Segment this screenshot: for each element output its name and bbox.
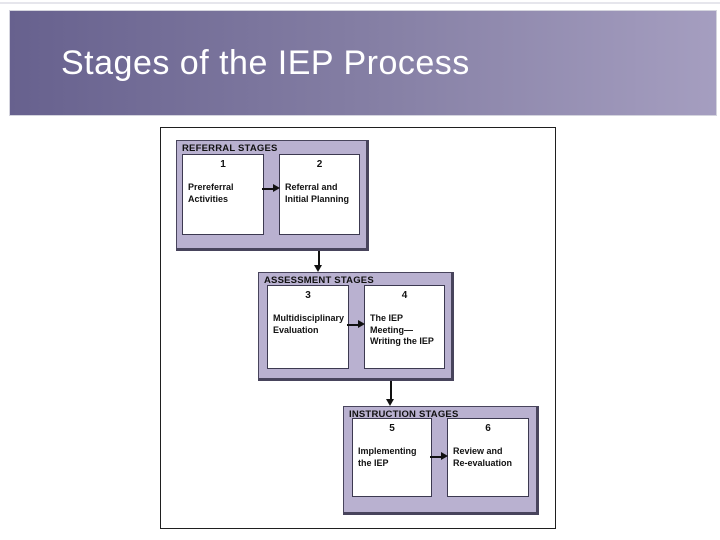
stage-group-assessment: ASSESSMENT STAGES 3 Multidisciplinary Ev…: [258, 272, 454, 381]
arrow-head: [386, 399, 394, 406]
stage-number-1: 1: [220, 159, 226, 170]
group-label-assessment: ASSESSMENT STAGES: [264, 275, 374, 286]
arrow-head: [314, 265, 322, 272]
stage-number-5: 5: [389, 423, 395, 434]
diagram-frame: REFERRAL STAGES 1 Prereferral Activities…: [160, 127, 556, 529]
arrow-right-icon: [347, 320, 365, 329]
arrow-head: [273, 184, 280, 192]
stage-label-5: Implementing the IEP: [358, 446, 417, 468]
stage-box-3: 3 Multidisciplinary Evaluation: [267, 285, 349, 369]
stage-number-2: 2: [316, 159, 323, 170]
stage-label-6: Review and Re-evaluation: [453, 446, 513, 468]
group-label-instruction: INSTRUCTION STAGES: [349, 409, 459, 420]
arrow-shaft: [262, 187, 274, 190]
stage-label-4: The IEP Meeting— Writing the IEP: [370, 313, 434, 347]
title-band: Stages of the IEP Process: [9, 10, 717, 116]
arrow-right-icon: [262, 184, 280, 193]
arrow-head: [358, 320, 365, 328]
arrow-shaft: [389, 381, 392, 400]
stage-label-1: Prereferral Activities: [188, 182, 234, 204]
arrow-right-icon: [430, 452, 448, 461]
stage-box-1: 1 Prereferral Activities: [182, 154, 264, 235]
arrow-head: [441, 452, 448, 460]
slide-top-edge: [0, 2, 720, 4]
arrow-shaft: [347, 323, 359, 326]
stage-box-2: 2 Referral and Initial Planning: [279, 154, 360, 235]
arrow-down-icon: [386, 381, 395, 406]
arrow-shaft: [430, 455, 442, 458]
arrow-down-icon: [314, 251, 323, 272]
stage-group-referral: REFERRAL STAGES 1 Prereferral Activities…: [176, 140, 369, 251]
stage-group-instruction: INSTRUCTION STAGES 5 Implementing the IE…: [343, 406, 539, 515]
arrow-shaft: [317, 251, 320, 266]
page-title: Stages of the IEP Process: [61, 43, 470, 82]
stage-label-3: Multidisciplinary Evaluation: [273, 313, 345, 335]
stage-number-4: 4: [401, 290, 408, 301]
stage-number-3: 3: [305, 290, 311, 301]
stage-number-6: 6: [485, 423, 491, 434]
stage-box-4: 4 The IEP Meeting— Writing the IEP: [364, 285, 445, 369]
stage-box-6: 6 Review and Re-evaluation: [447, 418, 529, 497]
stage-box-5: 5 Implementing the IEP: [352, 418, 432, 497]
stage-label-2: Referral and Initial Planning: [285, 182, 350, 204]
group-label-referral: REFERRAL STAGES: [182, 143, 278, 154]
